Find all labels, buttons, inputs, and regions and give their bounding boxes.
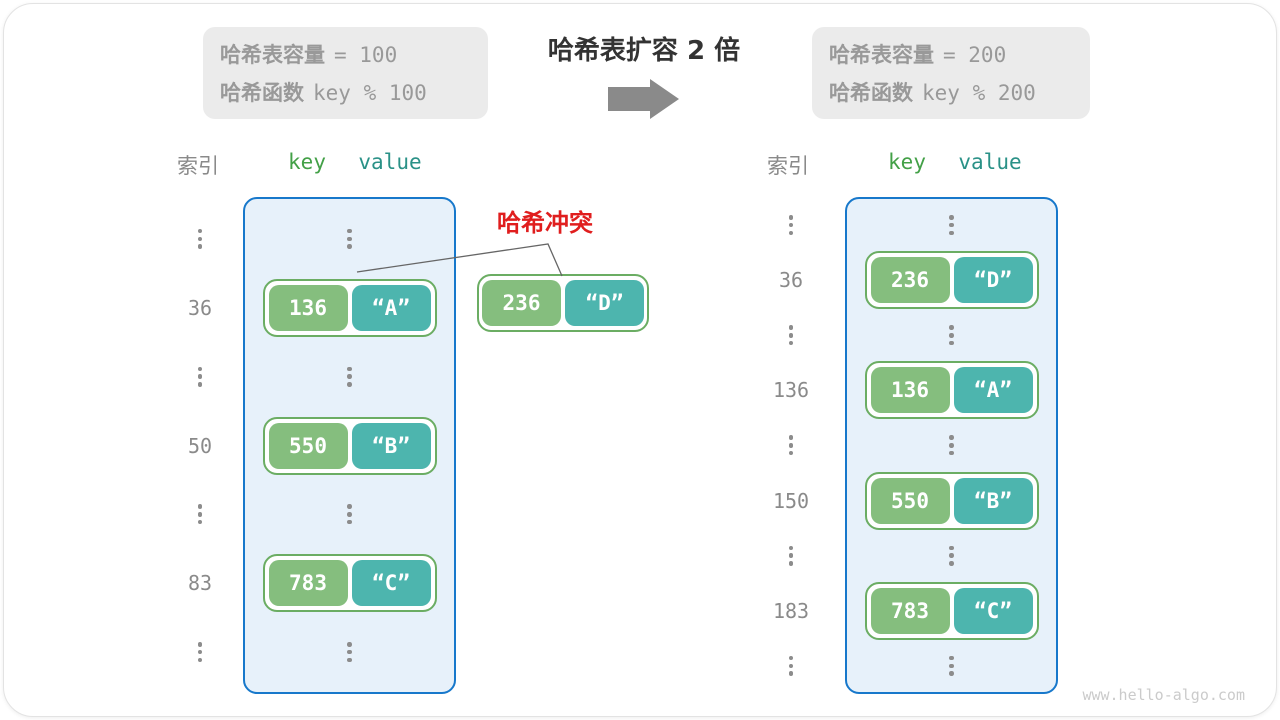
right-arrow-icon — [608, 79, 679, 119]
value-column-header-right: value — [958, 150, 1022, 174]
key-value-pair: 236“D” — [864, 251, 1039, 310]
hash-function-line: 哈希函数 key % 100 — [220, 74, 488, 112]
ellipsis-dots — [347, 642, 352, 663]
key-value-pair: 136“A” — [864, 361, 1039, 420]
key-value-pair: 136“A” — [262, 278, 437, 337]
key-value-pair: 783“C” — [262, 554, 437, 613]
ellipsis-dots — [949, 655, 954, 676]
ellipsis-dots — [788, 325, 794, 346]
hash-function-value: key % 200 — [922, 81, 1036, 105]
ellipsis-dots — [949, 435, 954, 456]
key-value-pair: 550“B” — [262, 416, 437, 475]
value-cell: “A” — [953, 367, 1033, 414]
index-column-header-left: 索引 — [177, 154, 219, 178]
value-cell: “D” — [953, 257, 1033, 304]
diagram-title: 哈希表扩容 2 倍 — [547, 36, 741, 66]
capacity-info-box-left: 哈希表容量 = 100 哈希函数 key % 100 — [203, 27, 488, 119]
value-cell: “B” — [953, 477, 1033, 524]
ellipsis-dots — [949, 215, 954, 236]
ellipsis-dots — [949, 325, 954, 346]
index-column-left: 36 50 83 — [170, 197, 230, 694]
hash-collision-label: 哈希冲突 — [497, 209, 593, 237]
diagram-card — [3, 3, 1277, 717]
key-cell: 136 — [268, 284, 348, 331]
ellipsis-dots — [347, 228, 352, 249]
hash-function-line: 哈希函数 key % 200 — [829, 74, 1090, 112]
hash-table-right: 236“D” 136“A” 550“B” 783“C” — [845, 197, 1058, 694]
hash-table-left: 136“A” 550“B” 783“C” — [243, 197, 456, 694]
ellipsis-dots — [197, 366, 203, 387]
value-cell: “C” — [953, 587, 1033, 634]
index-value: 50 — [187, 433, 213, 458]
capacity-line: 哈希表容量 = 200 — [829, 36, 1090, 74]
index-column-right: 36 136 150 183 — [761, 197, 821, 694]
index-value: 36 — [187, 295, 213, 320]
key-value-pair: 550“B” — [864, 471, 1039, 530]
value-cell: “C” — [351, 560, 431, 607]
capacity-info-box-right: 哈希表容量 = 200 哈希函数 key % 200 — [812, 27, 1090, 119]
ellipsis-dots — [788, 435, 794, 456]
value-cell: “A” — [351, 284, 431, 331]
capacity-line: 哈希表容量 = 100 — [220, 36, 488, 74]
key-cell: 136 — [870, 367, 950, 414]
index-value: 136 — [772, 378, 810, 403]
ellipsis-dots — [788, 545, 794, 566]
ellipsis-dots — [788, 655, 794, 676]
hash-function-label: 哈希函数 — [220, 81, 304, 105]
key-column-header-right: key — [888, 150, 926, 174]
hash-function-value: key % 100 — [313, 81, 427, 105]
capacity-label: 哈希表容量 — [220, 43, 325, 67]
key-cell: 236 — [870, 257, 950, 304]
key-cell: 783 — [870, 587, 950, 634]
capacity-value: = 200 — [943, 43, 1007, 67]
key-cell: 236 — [482, 280, 561, 326]
index-value: 83 — [187, 571, 213, 596]
index-value: 183 — [772, 598, 810, 623]
capacity-label: 哈希表容量 — [829, 43, 934, 67]
ellipsis-dots — [347, 366, 352, 387]
ellipsis-dots — [197, 504, 203, 525]
value-cell: “B” — [351, 422, 431, 469]
index-column-header-right: 索引 — [767, 154, 809, 178]
index-value: 150 — [772, 488, 810, 513]
key-cell: 550 — [870, 477, 950, 524]
watermark: www.hello-algo.com — [1082, 686, 1245, 704]
value-cell: “D” — [565, 280, 644, 326]
key-cell: 783 — [268, 560, 348, 607]
ellipsis-dots — [347, 504, 352, 525]
key-value-pair: 783“C” — [864, 581, 1039, 640]
key-cell: 550 — [268, 422, 348, 469]
ellipsis-dots — [197, 228, 203, 249]
key-column-header-left: key — [288, 150, 326, 174]
ellipsis-dots — [788, 215, 794, 236]
value-column-header-left: value — [358, 150, 422, 174]
ellipsis-dots — [197, 642, 203, 663]
hash-function-label: 哈希函数 — [829, 81, 913, 105]
capacity-value: = 100 — [334, 43, 398, 67]
ellipsis-dots — [949, 545, 954, 566]
colliding-key-value-pair: 236 “D” — [477, 274, 649, 332]
index-value: 36 — [778, 268, 804, 293]
